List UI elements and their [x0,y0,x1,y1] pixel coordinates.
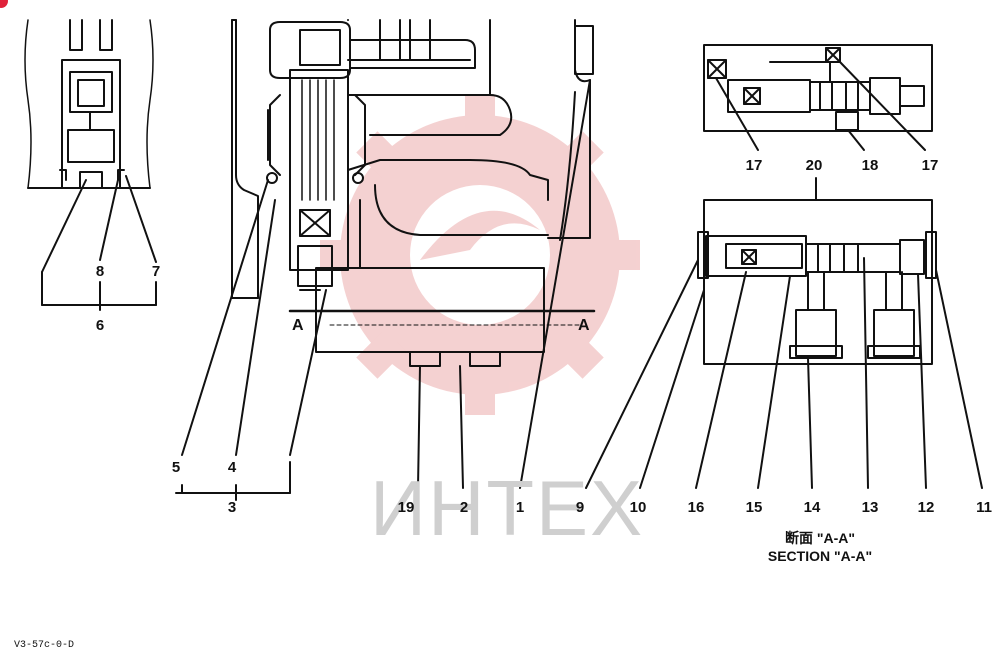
label-7: 7 [151,263,161,280]
label-19: 19 [397,499,415,516]
label-14: 14 [803,499,821,516]
label-8: 8 [95,263,105,280]
label-15: 15 [745,499,763,516]
label-1: 1 [515,499,525,516]
label-13: 13 [861,499,879,516]
section-caption-line2: SECTION "A-A" [767,548,873,564]
watermark-text: ИНТЕХ [370,464,645,552]
label-3: 3 [227,499,237,516]
label-2: 2 [459,499,469,516]
drawing-code: V3-57c-0-D [14,640,75,651]
label-9: 9 [575,499,585,516]
label-17-right: 17 [921,157,939,174]
label-4: 4 [227,459,237,476]
label-6: 6 [95,317,105,334]
section-a-a-view [585,177,983,489]
section-marker-right: A [578,317,590,334]
label-11: 11 [976,499,992,516]
label-5: 5 [171,459,181,476]
label-18: 18 [861,157,879,174]
label-12: 12 [917,499,935,516]
corner-mark-icon [0,0,8,8]
main-valve-body [175,19,596,501]
label-20: 20 [805,157,823,174]
label-16: 16 [687,499,705,516]
section-caption-line1: 断面 "A-A" [784,530,856,546]
label-17-left: 17 [745,157,763,174]
top-right-view [703,44,933,151]
label-10: 10 [629,499,647,516]
section-marker-left: A [292,317,304,334]
detail-view-6 [24,19,157,311]
